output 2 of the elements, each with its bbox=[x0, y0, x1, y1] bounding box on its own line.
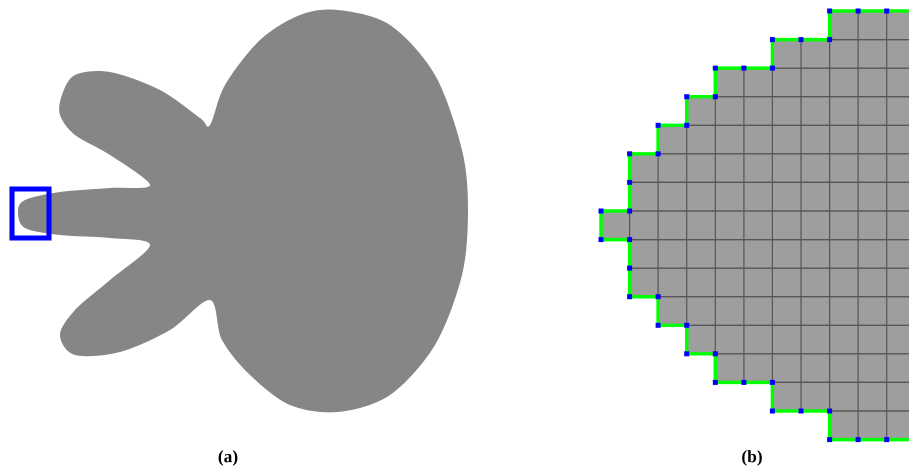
panel-label: (b) bbox=[742, 450, 762, 466]
panel-label: (a) bbox=[218, 450, 238, 466]
